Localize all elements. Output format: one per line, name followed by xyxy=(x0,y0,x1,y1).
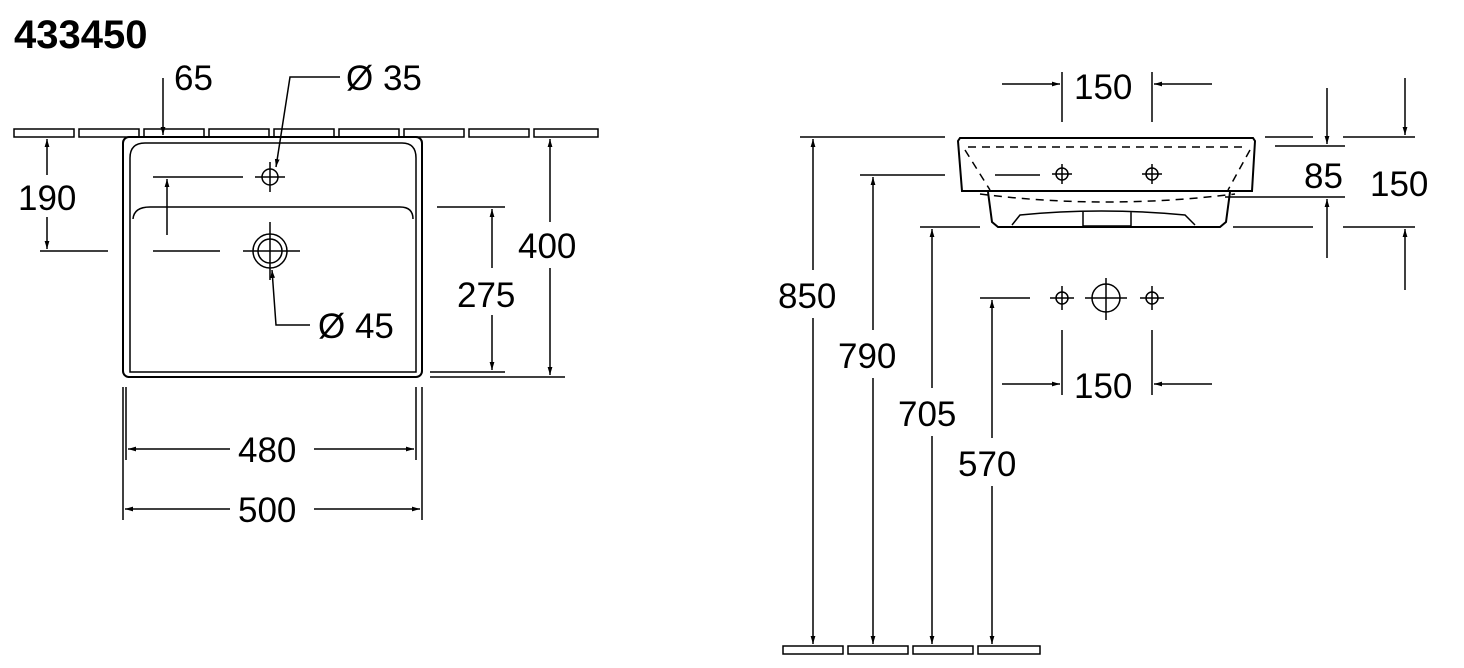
dim-tap-offset: 65 xyxy=(174,59,213,98)
dim-width: 500 xyxy=(238,491,296,530)
dim-rim-height: 850 xyxy=(778,277,836,316)
dim-bottom-height: 705 xyxy=(898,395,956,434)
side-view: 150 850 790 705 570 150 85 xyxy=(778,68,1428,655)
wall-strip xyxy=(13,128,599,138)
dim-tap-spacing-top: 150 xyxy=(1074,68,1132,107)
tap-holes-side-icon xyxy=(1052,164,1162,184)
dim-tap-hole: Ø 35 xyxy=(346,59,422,98)
dim-basin-height: 150 xyxy=(1370,165,1428,204)
bowl-edge xyxy=(132,206,414,220)
dim-tap-height: 790 xyxy=(838,337,896,376)
dim-bowl-depth: 275 xyxy=(457,276,515,315)
tap-hole-icon xyxy=(255,162,285,192)
dim-rim-thickness: 85 xyxy=(1304,157,1343,196)
dim-outlet-spacing: 150 xyxy=(1074,367,1132,406)
wall-outlets-icon xyxy=(1050,278,1164,320)
dim-drain-hole: Ø 45 xyxy=(318,307,394,346)
floor-strip xyxy=(782,645,1041,655)
basin-inner xyxy=(129,142,417,373)
dim-inner-width: 480 xyxy=(238,431,296,470)
top-view: 65 Ø 35 190 Ø 45 275 400 480 500 xyxy=(13,59,599,530)
product-number: 433450 xyxy=(14,13,147,57)
dim-tap-to-drain: 190 xyxy=(18,179,76,218)
dim-outlet-height: 570 xyxy=(958,445,1016,484)
basin-outline xyxy=(122,136,423,378)
basin-side-body xyxy=(987,191,1231,228)
dim-depth: 400 xyxy=(518,227,576,266)
basin-side-rim xyxy=(956,137,1257,192)
drain-hole-icon xyxy=(243,222,300,280)
